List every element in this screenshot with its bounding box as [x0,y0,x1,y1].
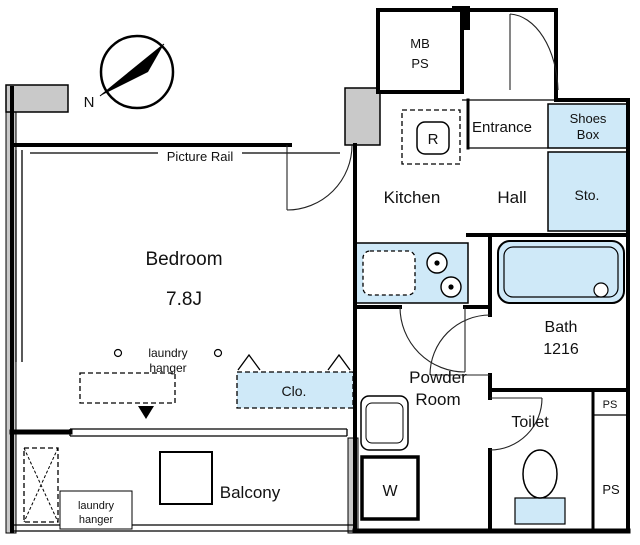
kitchen-label: Kitchen [384,188,441,207]
balcony-label: Balcony [220,483,281,502]
bath-size-label: 1216 [543,341,579,358]
balcony-hatch-box [23,447,59,523]
bedroom-dashed-outline [79,372,176,404]
laundry-hook-icon [213,348,223,358]
closet-door-marks [237,353,351,371]
shoes-box-label-line1: Shoes [570,111,607,126]
section-marker-triangle [138,406,154,419]
washing-machine-box [360,455,420,521]
center-pillar [344,87,381,146]
toilet-bowl-icon [522,449,558,499]
compass-arrow-line [99,43,165,97]
washing-machine-label: W [382,483,398,500]
laundry-hanger-bedroom-line2: hanger [149,361,186,375]
bath-door-arc [429,314,491,376]
meter-box-label-line1: MB [410,36,430,51]
thin-lines [12,99,628,532]
meter-box-enclosure [376,8,464,94]
vanity-sink-icon [360,395,409,451]
meter-box-label-line2: PS [411,56,429,71]
picture-rail-label: Picture Rail [167,149,234,164]
powder-room-label-line2: Room [415,390,460,409]
vanity-sink-inner [365,402,404,444]
laundry-hanger-balcony-line1: laundry [78,500,115,512]
shoes-box-area [547,103,629,149]
balcony-hatch-cross [23,447,59,523]
top-left-pillar [5,84,69,113]
compass: N [84,34,175,111]
powder-room-label-line1: Powder [409,368,467,387]
closet-area [236,371,354,409]
pipe-space-lower-label: PS [602,482,620,497]
labels: Bedroom 7.8J Picture Rail laundry hanger… [78,36,620,526]
closet-label: Clo. [282,383,307,399]
refrigerator-icon [416,121,450,155]
storage-label: Sto. [575,187,600,203]
shoes-box-label-line2: Box [577,127,600,142]
highlight-areas [236,103,629,525]
bedroom-door-arc [286,144,353,211]
bedroom-west-window [15,150,23,362]
bath-label: Bath [545,319,578,336]
kitchen-sink-icon [362,250,416,296]
toilet-tank [514,497,566,525]
bathtub [497,240,625,304]
laundry-hanger-bedroom-line1: laundry [148,346,187,360]
toilet-door-arc [489,397,543,451]
fixtures [23,109,619,530]
entrance-label: Entrance [472,119,532,136]
laundry-hanger-balcony-line2: hanger [79,514,114,526]
hall-label: Hall [497,188,526,207]
powder-door-arc [399,306,466,373]
stove-burner-center [434,260,440,266]
front-door-arc [509,13,559,91]
laundry-hook-icon [113,348,123,358]
walls [9,8,631,534]
balcony-fixture-box [159,451,213,505]
pipe-space-upper-label: PS [603,399,618,411]
refrigerator-space [401,109,461,165]
toilet-label: Toilet [511,414,549,431]
bedroom-label: Bedroom [145,249,222,270]
bedroom-size-label: 7.8J [166,289,202,310]
balcony-laundry-box [59,490,133,530]
refrigerator-label: R [428,131,439,148]
doors [286,13,559,451]
bath-faucet-icon [593,282,609,298]
bedroom-south-window [69,428,348,437]
stove-burner-center [448,284,454,290]
compass-north-label: N [84,94,95,111]
bathtub-inner [503,246,619,298]
